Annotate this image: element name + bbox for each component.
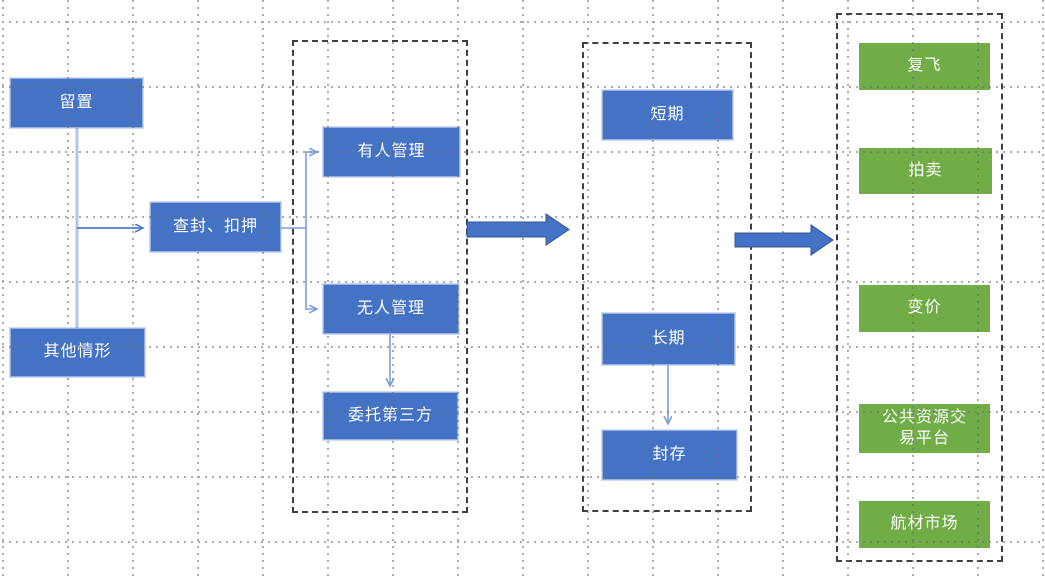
node-sealed-storage[interactable]: 封存 — [602, 430, 737, 480]
node-price-conversion[interactable]: 变价 — [859, 285, 990, 332]
node-refly[interactable]: 复飞 — [859, 43, 990, 90]
node-other-cases[interactable]: 其他情形 — [10, 328, 145, 377]
big-arrow-stage2[interactable] — [466, 213, 570, 246]
node-aviation-material-market[interactable]: 航材市场 — [859, 501, 990, 548]
node-unmanned[interactable]: 无人管理 — [323, 284, 459, 334]
node-long-term[interactable]: 长期 — [602, 313, 735, 365]
node-retention[interactable]: 留置 — [10, 78, 143, 128]
node-manned[interactable]: 有人管理 — [323, 127, 460, 177]
connector-branch-manned — [305, 152, 316, 228]
node-public-resource-platform[interactable]: 公共资源交易平台 — [859, 404, 990, 453]
connector-branch-unmanned — [305, 228, 316, 309]
node-short-term[interactable]: 短期 — [602, 90, 733, 140]
node-seal-and-seizure[interactable]: 查封、扣押 — [150, 202, 281, 252]
node-third-party[interactable]: 委托第三方 — [323, 392, 458, 440]
node-auction[interactable]: 拍卖 — [859, 148, 992, 194]
big-arrow-stage3[interactable] — [734, 224, 834, 256]
